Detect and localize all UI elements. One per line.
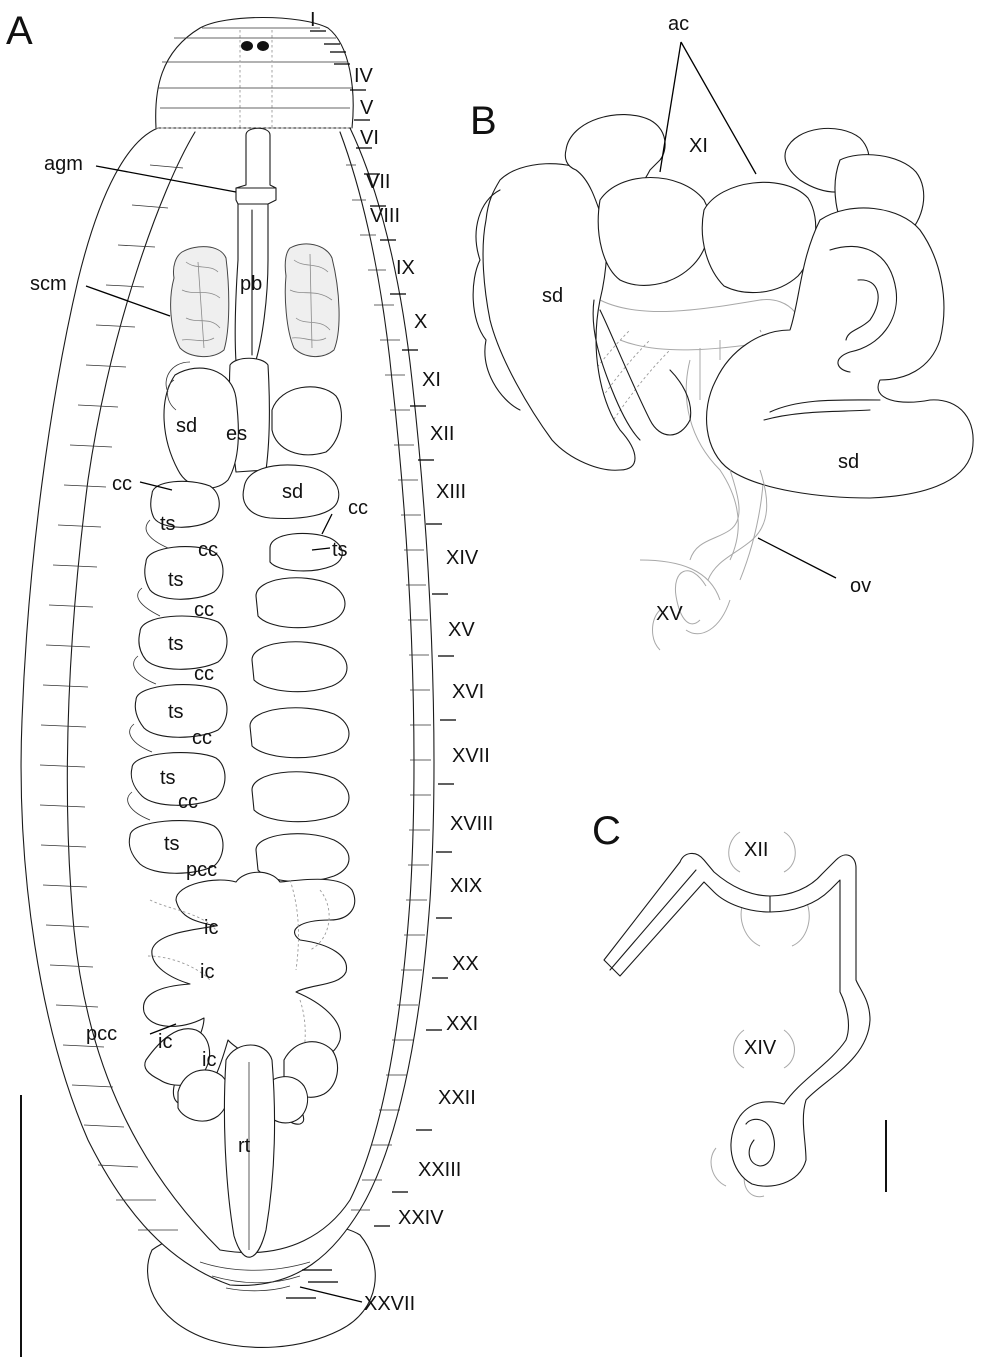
label-ic-3: ic bbox=[158, 1031, 172, 1053]
seg-VII: VII bbox=[366, 171, 390, 193]
sperm-duct-right-coil bbox=[272, 387, 341, 455]
label-ts-3: ts bbox=[168, 633, 184, 655]
label-rt: rt bbox=[238, 1135, 251, 1157]
oviduct bbox=[690, 470, 767, 580]
posterior-caecum-left-2 bbox=[178, 1070, 228, 1121]
label-ac: ac bbox=[668, 13, 689, 35]
seg-V: V bbox=[360, 97, 374, 119]
ov-leader bbox=[758, 538, 836, 578]
label-xiv-c: XIV bbox=[744, 1037, 777, 1059]
label-pcc-1: pcc bbox=[186, 859, 217, 881]
label-sd-b-right: sd bbox=[838, 451, 859, 473]
head bbox=[156, 18, 353, 129]
seg-XVIII: XVIII bbox=[450, 813, 493, 835]
label-sd-right: sd bbox=[282, 481, 303, 503]
label-ov: ov bbox=[850, 575, 871, 597]
label-cc-5: cc bbox=[192, 727, 212, 749]
label-sd-b-left: sd bbox=[542, 285, 563, 307]
label-ts-1: ts bbox=[160, 513, 176, 535]
salivary-gland-left bbox=[171, 247, 229, 357]
ac-leaders bbox=[660, 42, 756, 174]
atrial-lobe-center-right bbox=[702, 182, 815, 292]
seg-XIX: XIX bbox=[450, 875, 482, 897]
label-ic-2: ic bbox=[200, 961, 214, 983]
seg-IV: IV bbox=[354, 65, 374, 87]
seg-XXIV: XXIV bbox=[398, 1207, 444, 1229]
seg-XVI: XVI bbox=[452, 681, 484, 703]
label-cc-3: cc bbox=[194, 599, 214, 621]
label-es: es bbox=[226, 423, 247, 445]
label-ts-5: ts bbox=[160, 767, 176, 789]
seg-VI: VI bbox=[360, 127, 379, 149]
testisac-right-2 bbox=[256, 578, 345, 628]
label-agm: agm bbox=[44, 153, 83, 175]
seg-I: I bbox=[310, 9, 316, 31]
panel-c: C XII XIV bbox=[592, 809, 886, 1197]
label-pb: pb bbox=[240, 273, 262, 295]
label-ts-right: ts bbox=[332, 539, 348, 561]
label-pcc-2: pcc bbox=[86, 1023, 117, 1045]
label-cc-1: cc bbox=[112, 473, 132, 495]
seg-XV: XV bbox=[448, 619, 475, 641]
label-ts-2: ts bbox=[168, 569, 184, 591]
seg-XX: XX bbox=[452, 953, 479, 975]
label-xi-b: XI bbox=[689, 135, 708, 157]
label-ic-4: ic bbox=[202, 1049, 216, 1071]
seg-XXVII: XXVII bbox=[364, 1293, 415, 1315]
seg-XIV: XIV bbox=[446, 547, 479, 569]
label-xii-c: XII bbox=[744, 839, 768, 861]
label-ts-4: ts bbox=[168, 701, 184, 723]
label-cc-4: cc bbox=[194, 663, 214, 685]
seg-XI: XI bbox=[422, 369, 441, 391]
seg-VIII: VIII bbox=[370, 205, 400, 227]
panel-label-c: C bbox=[592, 809, 621, 853]
label-scm: scm bbox=[30, 273, 67, 295]
label-cc-right: cc bbox=[348, 497, 368, 519]
seg-XXI: XXI bbox=[446, 1013, 478, 1035]
seg-XXIII: XXIII bbox=[418, 1159, 461, 1181]
testisac-right-5 bbox=[252, 772, 349, 822]
testisac-right-3 bbox=[252, 642, 347, 692]
label-ts-6: ts bbox=[164, 833, 180, 855]
seg-XVII: XVII bbox=[452, 745, 490, 767]
testisac-right-4 bbox=[250, 708, 349, 758]
seg-IX: IX bbox=[396, 257, 415, 279]
panel-a: A bbox=[6, 9, 493, 1357]
panel-label-a: A bbox=[6, 9, 33, 53]
label-ic-1: ic bbox=[204, 917, 218, 939]
panel-label-b: B bbox=[470, 99, 497, 143]
seg-X: X bbox=[414, 311, 427, 333]
label-cc-2: cc bbox=[198, 539, 218, 561]
label-cc-6: cc bbox=[178, 791, 198, 813]
eye-right bbox=[257, 41, 269, 51]
seg-XXII: XXII bbox=[438, 1087, 476, 1109]
seg-XIII: XIII bbox=[436, 481, 466, 503]
male-duct-c bbox=[604, 853, 870, 1186]
seg-XII: XII bbox=[430, 423, 454, 445]
label-xv-b: XV bbox=[656, 603, 683, 625]
panel-b: B ac XI sd sd XV ov bbox=[470, 13, 973, 650]
atrial-lobe-center-left bbox=[598, 178, 709, 286]
eye-left bbox=[241, 41, 253, 51]
label-sd-left: sd bbox=[176, 415, 197, 437]
